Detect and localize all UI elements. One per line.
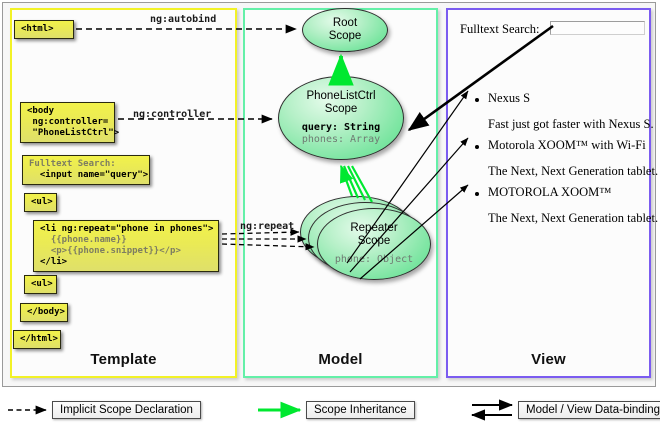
column-label-view: View	[531, 351, 566, 368]
column-label-model: Model	[318, 351, 363, 368]
code-box-html-close: </html>	[13, 330, 61, 349]
view-list-bullet	[475, 98, 479, 102]
scope-prop-phone: phone: Object	[334, 254, 414, 265]
code-box-body-close: </body>	[20, 303, 68, 322]
scope-repeater-title-line1: Repeater	[350, 222, 398, 234]
legend-arrows	[8, 399, 513, 421]
view-phone-name: Nexus S	[488, 91, 531, 105]
scope-root: Root Scope	[302, 8, 388, 52]
code-box-fulltext-search: Fulltext Search: <input name="query">	[22, 155, 150, 185]
scope-prop-phones: phones: Array	[301, 134, 381, 145]
view-phone-snippet: The Next, Next Generation tablet.	[488, 164, 659, 178]
connector-label-ng-repeat: ng:repeat	[240, 221, 295, 232]
column-view: View Fulltext Search: Nexus S Fast just …	[446, 8, 658, 378]
legend: Implicit Scope Declaration Scope Inherit…	[0, 390, 660, 435]
legend-implicit-scope-declaration: Implicit Scope Declaration	[52, 401, 201, 419]
scope-root-title-line1: Root	[332, 17, 358, 29]
scope-root-title-line2: Scope	[328, 30, 362, 42]
column-label-template: Template	[90, 351, 157, 368]
view-phone-snippet: The Next, Next Generation tablet.	[488, 211, 659, 225]
view-list-bullet	[475, 192, 479, 196]
column-model: Model	[243, 8, 438, 378]
view-phone-snippet: Fast just got faster with Nexus S.	[488, 117, 654, 131]
scope-repeater-title-line2: Scope	[357, 235, 391, 247]
legend-scope-inheritance: Scope Inheritance	[306, 401, 415, 419]
connector-label-ng-autobind: ng:autobind	[150, 14, 217, 25]
scope-phonelistctrl: PhoneListCtrl Scope query: String phones…	[278, 76, 404, 160]
code-box-body-open: <body ng:controller= "PhoneListCtrl">	[20, 102, 119, 143]
view-search-label: Fulltext Search:	[460, 22, 540, 36]
code-box-html-open: <html>	[14, 20, 74, 39]
code-box-ul-open: <ul>	[24, 193, 57, 212]
view-phone-name: Motorola XOOM™ with Wi-Fi	[488, 138, 646, 152]
connector-label-ng-controller: ng:controller	[133, 109, 212, 120]
view-list-bullet	[475, 145, 479, 149]
legend-model-view-data-binding: Model / View Data-binding	[518, 401, 660, 419]
view-search-input[interactable]	[550, 21, 645, 35]
view-phone-name: MOTOROLA XOOM™	[488, 185, 612, 199]
code-box-ul-close: <ul>	[24, 275, 57, 294]
scope-prop-query: query: String	[301, 122, 381, 133]
scope-phonelistctrl-title-line2: Scope	[324, 103, 358, 115]
scope-phonelistctrl-title-line1: PhoneListCtrl	[306, 90, 376, 102]
scope-repeater: Repeater Scope phone: Object	[317, 208, 431, 280]
code-box-li-repeat: <li ng:repeat="phone in phones"> {{phone…	[33, 220, 219, 272]
